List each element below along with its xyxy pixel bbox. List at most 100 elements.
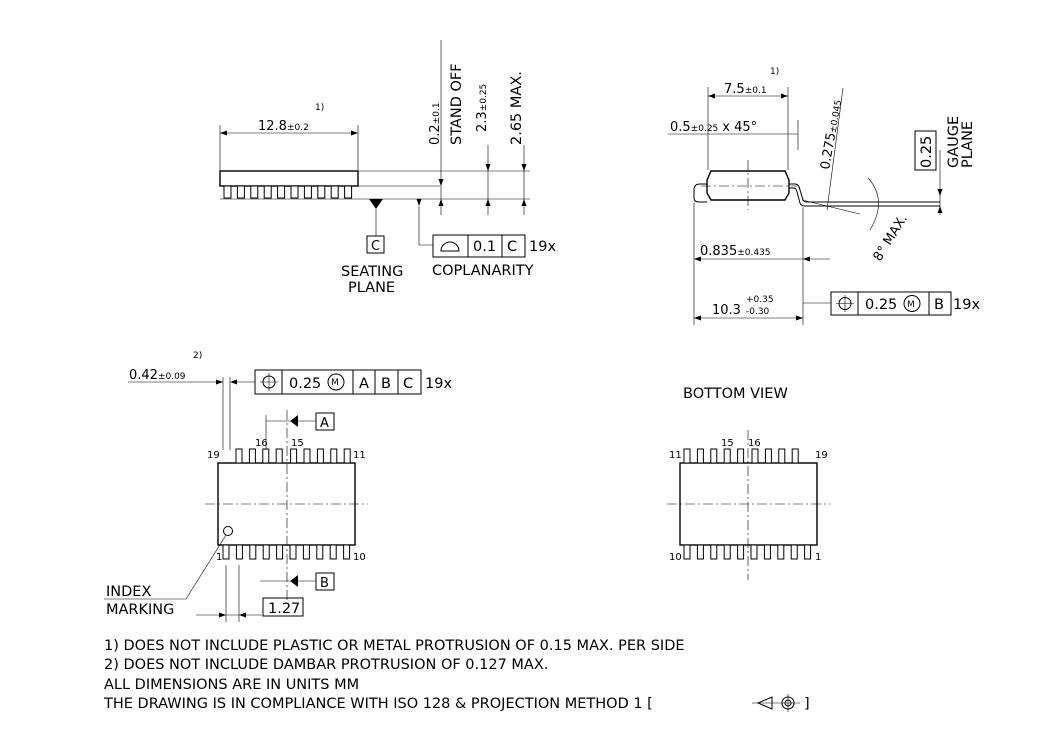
bottom-view-title: BOTTOM VIEW: [683, 386, 788, 402]
width-dim: 7.5±0.1: [724, 82, 767, 97]
bottom-lead-lower: [804, 544, 812, 560]
pin1-index-dot: [223, 526, 233, 536]
bottom-lead-lower: [683, 544, 691, 560]
svg-text:PLANE: PLANE: [960, 121, 976, 168]
top-lead-lower: [343, 544, 351, 560]
bottom-view: BOTTOM VIEW 11 15 16 19 10 1: [667, 386, 830, 580]
side-lead: [303, 185, 312, 199]
svg-text:A: A: [359, 376, 369, 392]
projection-symbol: [752, 694, 800, 712]
bottom-lead-upper: [696, 448, 704, 464]
lead-width-dim: 0.42±0.09: [129, 368, 186, 383]
svg-text:C: C: [403, 376, 413, 392]
bottom-lead-lower: [750, 544, 758, 560]
pin-label: 10: [353, 552, 366, 563]
bottom-lead-lower: [723, 544, 731, 560]
svg-text:1): 1): [770, 67, 779, 77]
svg-text:-0.30: -0.30: [746, 307, 770, 317]
svg-text:C: C: [507, 239, 517, 255]
pin-label: 15: [291, 438, 304, 449]
side-lead: [277, 185, 286, 199]
pin-label: 11: [353, 450, 366, 461]
pin-label: 16: [748, 438, 761, 449]
pin-label: 1: [815, 552, 821, 563]
bottom-lead-upper: [751, 448, 759, 464]
pitch-dim: 1.27: [268, 601, 300, 617]
bottom-lead-upper: [791, 448, 799, 464]
svg-text:MARKING: MARKING: [106, 602, 174, 618]
bottom-lead-upper: [764, 448, 772, 464]
angle-dim: 8° MAX.: [871, 212, 911, 264]
side-lead: [263, 185, 272, 199]
length-dim: 12.8±0.2: [258, 119, 309, 134]
bottom-lead-upper: [737, 448, 745, 464]
side-view: 12.8±0.2 1) 0.2±0.1 STAND OFF 2.3±0.25 2…: [219, 40, 556, 296]
notes: 1) DOES NOT INCLUDE PLASTIC OR METAL PRO…: [103, 638, 810, 712]
svg-text:B: B: [381, 376, 391, 392]
top-lead-lower: [235, 544, 243, 560]
pin-label: 11: [669, 450, 682, 461]
side-lead: [236, 185, 245, 199]
bottom-lead-lower: [710, 544, 718, 560]
pin-label: 19: [207, 450, 220, 461]
datum-c: C: [371, 239, 380, 254]
side-lead: [330, 185, 339, 199]
index-marking-label: INDEX: [106, 584, 151, 600]
lead-thickness-dim: 0.275±0.045: [818, 99, 845, 171]
svg-text:2): 2): [193, 351, 202, 361]
top-lead-upper: [303, 448, 311, 464]
top-lead-lower: [316, 544, 324, 560]
max-height-text: 2.65 MAX.: [509, 71, 525, 145]
top-lead-upper: [290, 448, 298, 464]
top-lead-upper: [248, 448, 256, 464]
bottom-lead-upper: [723, 448, 731, 464]
top-lead-lower: [222, 544, 230, 560]
note-line: 1) DOES NOT INCLUDE PLASTIC OR METAL PRO…: [104, 638, 685, 654]
bottom-lead-upper: [683, 448, 691, 464]
side-lead: [223, 185, 232, 199]
top-lead-upper: [330, 448, 338, 464]
top-lead-upper: [235, 448, 243, 464]
top-lead-upper: [275, 448, 283, 464]
gauge-value: 0.25: [919, 136, 935, 168]
standoff-dim: 0.2±0.1: [428, 102, 443, 145]
datum-a: A: [320, 416, 329, 431]
coplanarity-label: COPLANARITY: [432, 263, 534, 279]
svg-text:PLANE: PLANE: [348, 280, 395, 296]
bottom-lead-lower: [790, 544, 798, 560]
bottom-lead-lower: [696, 544, 704, 560]
datum-b: B: [320, 576, 329, 591]
bottom-leads: [683, 448, 812, 560]
pin-label: 1: [216, 552, 222, 563]
gauge-plane-label: GAUGE: [946, 116, 962, 168]
side-lead: [317, 185, 326, 199]
bottom-lead-lower: [777, 544, 785, 560]
svg-text:19x: 19x: [953, 297, 980, 313]
thickness-dim: 2.3±0.25: [475, 84, 490, 132]
lead-span-dim: 10.3: [712, 303, 741, 318]
pin-label: 10: [669, 552, 682, 563]
top-lead-lower: [302, 544, 310, 560]
note-line: 2) DOES NOT INCLUDE DAMBAR PROTRUSION OF…: [104, 657, 548, 673]
svg-text:+0.35: +0.35: [746, 295, 774, 305]
note-line: ALL DIMENSIONS ARE IN UNITS MM: [104, 677, 359, 693]
top-view: 0.42±0.09 2) 0.25 M A B C 19x A B 19 16: [104, 351, 452, 622]
svg-text:19x: 19x: [529, 239, 556, 255]
top-lead-lower: [262, 544, 270, 560]
pin-label: 15: [721, 438, 734, 449]
top-lead-upper: [262, 448, 270, 464]
top-lead-lower: [249, 544, 257, 560]
note-ref-1: 1): [315, 103, 324, 113]
bottom-lead-upper: [710, 448, 718, 464]
top-leads: [222, 448, 351, 560]
end-position-value: 0.25: [865, 297, 897, 313]
note-line: THE DRAWING IS IN COMPLIANCE WITH ISO 12…: [103, 696, 653, 712]
side-lead: [250, 185, 259, 199]
side-leads: [223, 185, 353, 199]
pin-label: 16: [255, 438, 268, 449]
top-lead-lower: [276, 544, 284, 560]
pin-label: 19: [815, 450, 828, 461]
